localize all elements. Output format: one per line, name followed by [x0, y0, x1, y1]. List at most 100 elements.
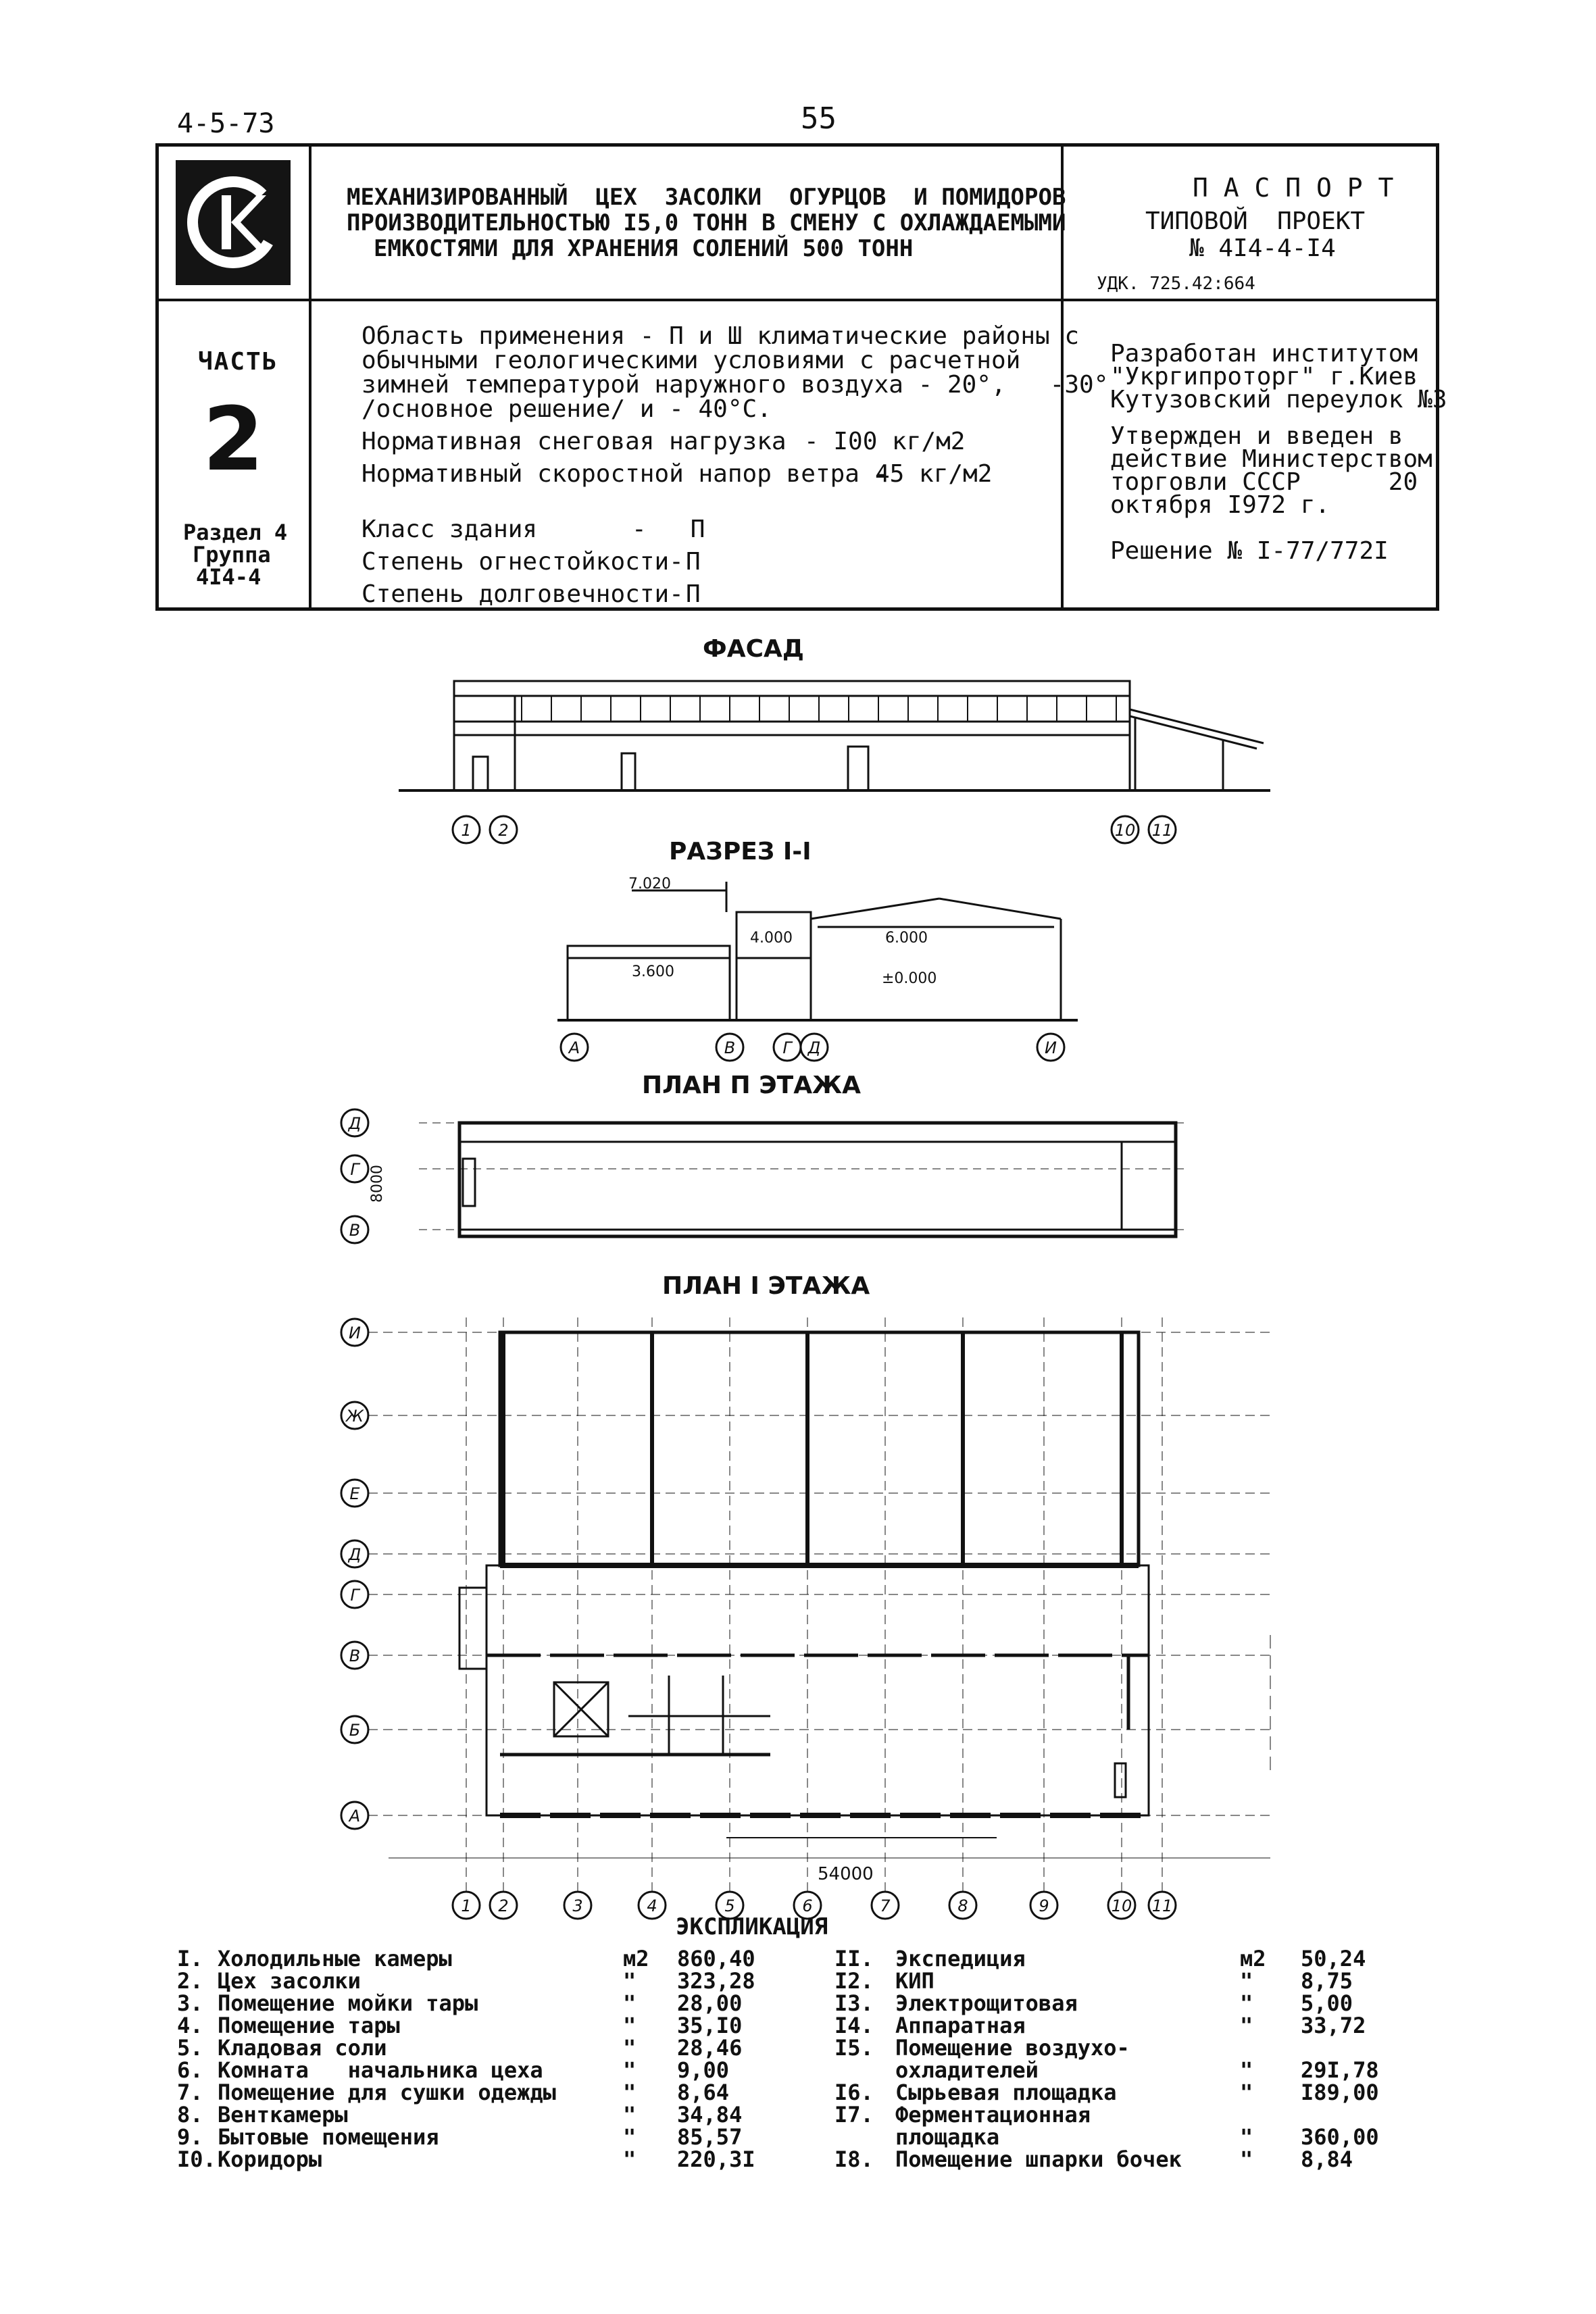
- plan-col-marker: 2: [489, 1890, 518, 1920]
- room-area: 220,3I: [677, 2146, 755, 2172]
- item-number: I3.: [834, 1990, 874, 2016]
- svg-text:Г: Г: [350, 1160, 360, 1179]
- snow-load-label: Нормативная снеговая нагрузка: [361, 428, 787, 455]
- item-number: I2.: [834, 1968, 874, 1994]
- page-number: 55: [801, 101, 837, 136]
- item-number: II.: [834, 1946, 874, 1971]
- svg-text:10: 10: [1112, 1896, 1132, 1915]
- room-name: Аппаратная: [895, 2013, 1026, 2038]
- item-number: I8.: [834, 2146, 874, 2172]
- area-unit: м2: [623, 1946, 649, 1971]
- item-number: 6.: [177, 2057, 203, 2083]
- item-number: 5.: [177, 2035, 203, 2061]
- area-unit: ": [623, 2013, 637, 2038]
- spec-line-3: зимней температурой наружного воздуха - …: [361, 371, 1109, 399]
- item-number: 8.: [177, 2102, 203, 2128]
- area-unit: ": [1240, 1968, 1253, 1994]
- area-unit: м2: [1240, 1946, 1266, 1971]
- plan-row-marker: И: [340, 1317, 370, 1347]
- explication-row: 7.Помещение для сушки одежды"8,64: [177, 2080, 785, 2105]
- room-name: Сырьевая площадка: [895, 2080, 1117, 2105]
- item-number: I7.: [834, 2102, 874, 2128]
- plan-row-marker: Г: [340, 1580, 370, 1609]
- room-name: Кладовая соли: [218, 2035, 387, 2061]
- svg-text:Г: Г: [782, 1038, 793, 1057]
- explication-row: 6.Комната начальника цеха"9,00: [177, 2057, 785, 2083]
- facade-axis-marker: 10: [1110, 815, 1140, 845]
- room-area: 33,72: [1301, 2013, 1366, 2038]
- item-number: I6.: [834, 2080, 874, 2105]
- room-area: I89,00: [1301, 2080, 1379, 2105]
- plan-second-floor: [419, 1121, 1189, 1238]
- plan-row-marker: Е: [340, 1478, 370, 1508]
- room-name: охладителей: [895, 2057, 1039, 2083]
- plan-col-marker: 5: [715, 1890, 745, 1920]
- item-number: 4.: [177, 2013, 203, 2038]
- room-name: площадка: [895, 2124, 1000, 2150]
- room-area: 34,84: [677, 2102, 743, 2128]
- plan-col-marker: 1: [451, 1890, 481, 1920]
- plan2-dimension: 8000: [369, 1165, 386, 1203]
- plan-first-floor: [389, 1330, 1271, 1859]
- area-unit: ": [1240, 2013, 1253, 2038]
- room-area: 28,46: [677, 2035, 743, 2061]
- wind-load-value: 45 кг/м2: [875, 460, 993, 488]
- area-unit: ": [623, 2035, 637, 2061]
- section-axis-marker: А: [559, 1032, 589, 1062]
- title-block: МЕХАНИЗИРОВАННЫЙ ЦЕХ ЗАСОЛКИ ОГУРЦОВ И П…: [155, 143, 1447, 611]
- building-class-value: - П: [632, 515, 705, 543]
- room-name: КИП: [895, 1968, 934, 1994]
- plan-row-marker: В: [340, 1640, 370, 1670]
- explication-title: ЭКСПЛИКАЦИЯ: [676, 1913, 828, 1940]
- explication-row: I7.Ферментационная: [834, 2102, 1456, 2128]
- plan-row-marker: Б: [340, 1715, 370, 1744]
- section-title: РАЗРЕЗ I-I: [669, 838, 812, 865]
- section-axis-marker: И: [1036, 1032, 1066, 1062]
- group-code: 4I4-4: [196, 564, 261, 590]
- room-area: 323,28: [677, 1968, 755, 1994]
- facade-elevation: [399, 680, 1270, 792]
- svg-text:Ж: Ж: [345, 1407, 364, 1426]
- svg-text:7: 7: [880, 1896, 891, 1915]
- explication-row: I8.Помещение шпарки бочек"8,84: [834, 2146, 1456, 2172]
- room-area: 9,00: [677, 2057, 730, 2083]
- svg-text:4: 4: [647, 1896, 657, 1915]
- plan-col-marker: 7: [870, 1890, 900, 1920]
- area-unit: ": [1240, 2146, 1253, 2172]
- room-name: Холодильные камеры: [218, 1946, 452, 1971]
- wind-load-label: Нормативный скоростной напор ветра -: [361, 460, 889, 488]
- svg-text:10: 10: [1115, 821, 1136, 840]
- room-name: Помещение воздухо-: [895, 2035, 1130, 2061]
- svg-text:9: 9: [1039, 1896, 1049, 1915]
- spec-line-4: /основное решение/ и - 40°С.: [361, 395, 772, 423]
- spec-line-1: Область применения - П и Ш климатические…: [361, 322, 1080, 350]
- explication-row: I6.Сырьевая площадка"I89,00: [834, 2080, 1456, 2105]
- room-area: 8,84: [1301, 2146, 1353, 2172]
- svg-text:1: 1: [461, 1896, 471, 1915]
- explication-row: I5. Помещение воздухо-: [834, 2035, 1456, 2061]
- explication-row: 4.Помещение тары"35,I0: [177, 2013, 785, 2038]
- plan-row-marker: Ж: [340, 1401, 370, 1430]
- plan-col-marker: 11: [1147, 1890, 1177, 1920]
- facade-axis-marker: 1: [451, 815, 481, 845]
- snow-load-value: - I00 кг/м2: [804, 428, 966, 455]
- project-number: № 4I4-4-I4: [1189, 234, 1336, 262]
- explication-row: 9.Бытовые помещения"85,57: [177, 2124, 785, 2150]
- fire-resistance-label: Степень огнестойкости-: [361, 548, 684, 576]
- room-area: 35,I0: [677, 2013, 743, 2038]
- svg-text:Д: Д: [807, 1038, 821, 1057]
- area-unit: ": [623, 2124, 637, 2150]
- fire-resistance-value: П: [686, 548, 701, 576]
- item-number: I5.: [834, 2035, 874, 2061]
- item-number: 9.: [177, 2124, 203, 2150]
- project-title-line-3: ЕМКОСТЯМИ ДЛЯ ХРАНЕНИЯ СОЛЕНИЙ 500 ТОНН: [374, 235, 914, 262]
- room-area: 360,00: [1301, 2124, 1379, 2150]
- explication-row: I2.КИП"8,75: [834, 1968, 1456, 1994]
- passport-heading: П А С П О Р Т: [1193, 173, 1394, 203]
- room-name: Комната начальника цеха: [218, 2057, 543, 2083]
- svg-text:Д: Д: [348, 1114, 361, 1133]
- svg-text:Д: Д: [348, 1545, 361, 1564]
- room-area: 5,00: [1301, 1990, 1353, 2016]
- svg-text:В: В: [724, 1038, 735, 1057]
